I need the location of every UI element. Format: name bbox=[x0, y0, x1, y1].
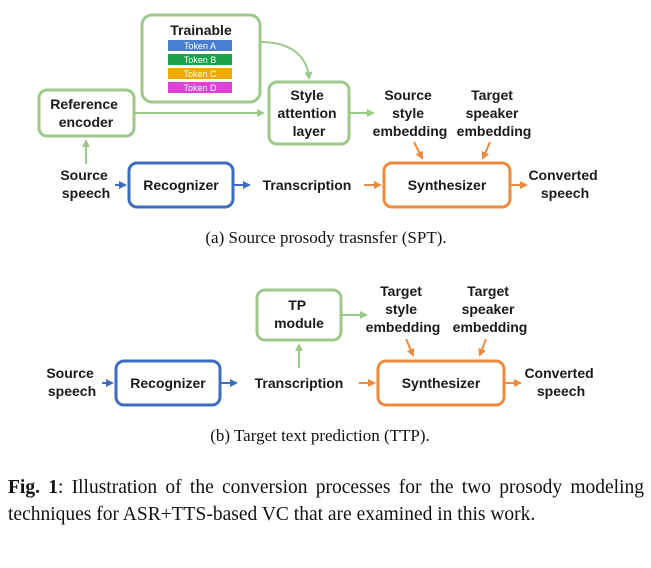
transcription-label-b: Transcription bbox=[255, 375, 344, 391]
arrow-source-style-to-synth bbox=[413, 141, 423, 160]
arrow-tokens-to-style bbox=[259, 41, 313, 80]
token-c-label: Token C bbox=[183, 69, 217, 79]
figure-caption-text: : Illustration of the conversion process… bbox=[8, 477, 644, 525]
figure-caption: Fig. 1: Illustration of the conversion p… bbox=[8, 474, 644, 528]
recognizer-label: Recognizer bbox=[143, 177, 219, 193]
source-speech-label: Source speech bbox=[60, 167, 111, 201]
reference-encoder-label: Reference encoder bbox=[50, 96, 122, 130]
caption-b: (b) Target text prediction (TTP). bbox=[210, 426, 430, 445]
source-speech-label-b: Source speech bbox=[46, 365, 97, 399]
token-list: Token A Token B Token C Token D bbox=[168, 40, 232, 93]
converted-speech-label-b: Converted speech bbox=[524, 365, 597, 399]
synthesizer-label-b: Synthesizer bbox=[402, 375, 481, 391]
synthesizer-label: Synthesizer bbox=[408, 177, 487, 193]
arrow-target-style-to-synth bbox=[405, 338, 415, 357]
target-speaker-embedding-label: Target speaker embedding bbox=[457, 87, 532, 139]
transcription-label: Transcription bbox=[263, 177, 352, 193]
arrow-target-speaker-to-synth bbox=[481, 141, 491, 160]
token-b-label: Token B bbox=[184, 55, 217, 65]
recognizer-label-b: Recognizer bbox=[130, 375, 206, 391]
style-attention-label: Style attention layer bbox=[278, 87, 341, 139]
token-b-bar bbox=[168, 54, 232, 65]
trainable-title: Trainable bbox=[170, 22, 232, 38]
target-speaker-embedding-label-b: Target speaker embedding bbox=[453, 283, 528, 335]
converted-speech-label: Converted speech bbox=[528, 167, 601, 201]
token-d-label: Token D bbox=[183, 83, 217, 93]
arrow-target-speaker-to-synth-b bbox=[478, 338, 487, 357]
caption-a: (a) Source prosody trasnsfer (SPT). bbox=[205, 228, 446, 247]
tp-module-label: TP module bbox=[274, 297, 324, 331]
target-style-embedding-label: Target style embedding bbox=[366, 283, 441, 335]
token-a-bar bbox=[168, 40, 232, 51]
diagram-a: Trainable Token A Token B Token C Token … bbox=[37, 13, 601, 247]
token-a-label: Token A bbox=[184, 41, 216, 51]
token-d-bar bbox=[168, 82, 232, 93]
figure-label: Fig. 1 bbox=[8, 477, 58, 498]
token-c-bar bbox=[168, 68, 232, 79]
diagram-b: TP module Target style embedding Target … bbox=[46, 283, 597, 445]
source-style-embedding-label: Source style embedding bbox=[373, 87, 448, 139]
